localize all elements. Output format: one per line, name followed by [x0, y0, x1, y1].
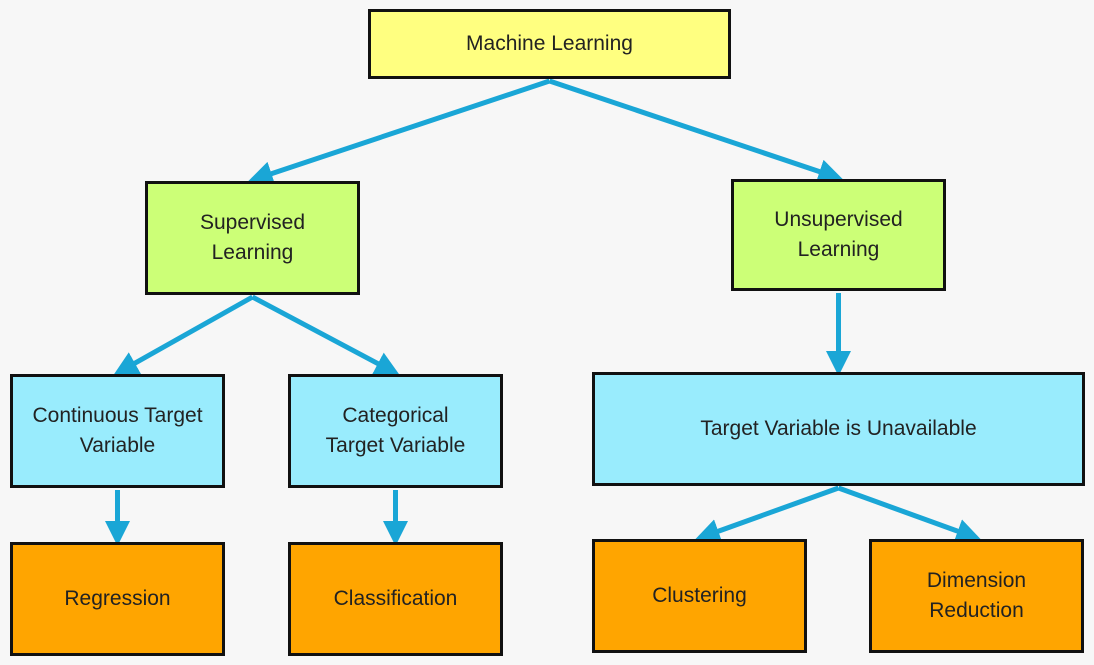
regression-label: Regression	[64, 587, 171, 610]
machine-learning-label: Machine Learning	[466, 32, 633, 55]
clustering-label: Clustering	[652, 584, 747, 607]
arrow-unavailable-to-dimension_reduction	[837, 485, 982, 543]
arrow-unavailable-to-clustering	[694, 485, 840, 543]
continuous-target-label: Continuous Target Variable	[32, 404, 203, 457]
unsupervised-learning-node: Unsupervised Learning	[731, 179, 946, 291]
arrow-machine_learning-to-unsupervised	[548, 78, 844, 184]
dimension-reduction-label: Dimension Reduction	[926, 569, 1027, 622]
categorical-target-label: Categorical Target Variable	[325, 404, 466, 457]
arrow-supervised-to-continuous	[113, 294, 254, 376]
regression-node: Regression	[10, 542, 225, 656]
classification-node: Classification	[288, 542, 503, 656]
classification-label: Classification	[333, 587, 458, 610]
machine-learning-node: Machine Learning	[368, 9, 731, 79]
arrow-supervised-to-categorical	[251, 294, 400, 376]
categorical-target-node: Categorical Target Variable	[288, 374, 503, 488]
clustering-node: Clustering	[592, 539, 807, 653]
target-unavailable-node: Target Variable is Unavailable	[592, 372, 1085, 486]
arrow-machine_learning-to-supervised	[247, 78, 551, 186]
dimension-reduction-node: Dimension Reduction	[869, 539, 1084, 653]
supervised-learning-label: Supervised Learning	[199, 211, 306, 264]
target-unavailable-label: Target Variable is Unavailable	[700, 417, 977, 440]
continuous-target-node: Continuous Target Variable	[10, 374, 225, 488]
supervised-learning-node: Supervised Learning	[145, 181, 360, 295]
unsupervised-learning-label: Unsupervised Learning	[774, 208, 903, 261]
